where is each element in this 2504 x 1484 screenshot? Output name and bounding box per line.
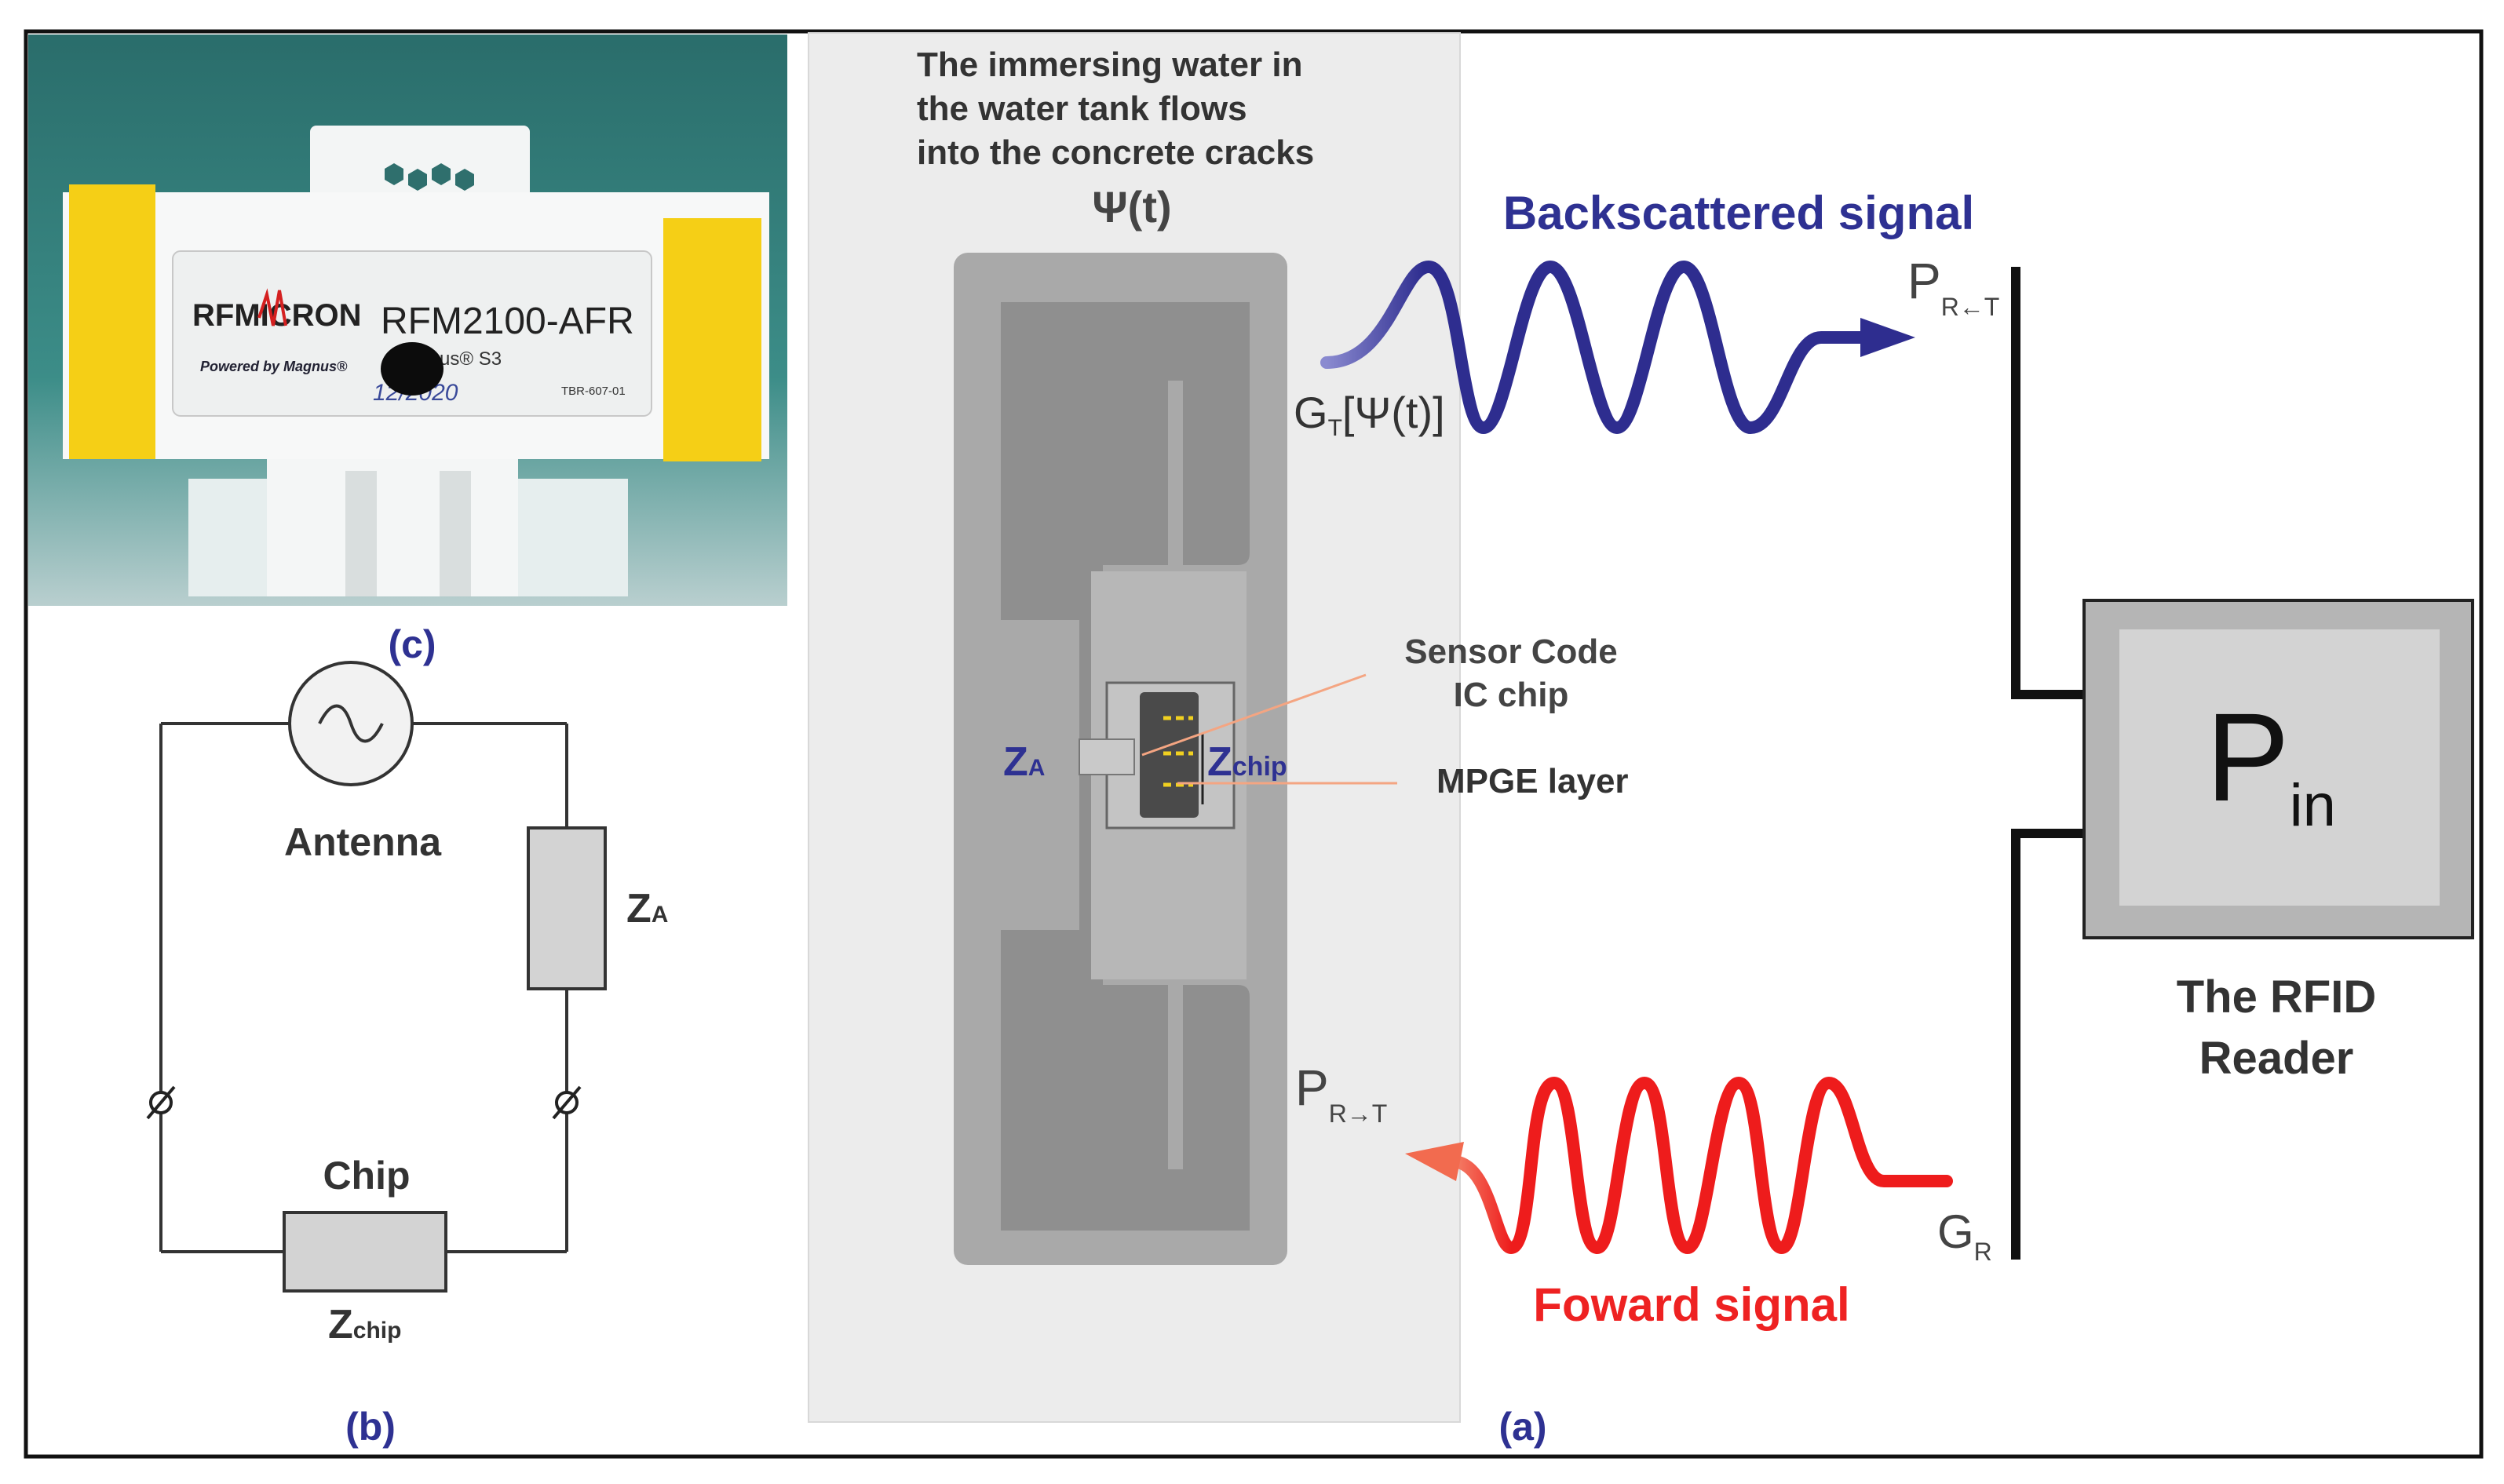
svg-text:IC chip: IC chip bbox=[1454, 676, 1569, 714]
p-rt-bottom-label: PR→T bbox=[1295, 1059, 1387, 1128]
forward-arrowhead bbox=[1405, 1142, 1464, 1181]
svg-text:into the concrete cracks: into the concrete cracks bbox=[917, 133, 1314, 172]
reader-antenna bbox=[2011, 267, 2088, 1260]
panel-b-circuit bbox=[159, 722, 568, 1253]
chip-label: Chip bbox=[323, 1154, 410, 1198]
za-label-a: ZA bbox=[1003, 739, 1045, 785]
backscatter-label: Backscattered signal bbox=[1503, 187, 1974, 239]
zchip-label-a: Zchip bbox=[1207, 739, 1287, 785]
reader-pin-label: Pin bbox=[2206, 687, 2336, 839]
reader-inner-panel bbox=[2119, 629, 2440, 906]
panel-c-label: (c) bbox=[388, 622, 436, 666]
zchip-resistor bbox=[283, 1211, 447, 1293]
ac-source bbox=[288, 661, 414, 786]
sensor-code-pointer bbox=[1141, 673, 1367, 757]
za-resistor bbox=[527, 826, 607, 990]
backscatter-arrowhead bbox=[1860, 318, 1915, 357]
p-rt-top-label: PR←T bbox=[1907, 253, 1999, 321]
sensor-code-label: Sensor Code IC chip bbox=[1404, 633, 1617, 714]
redacted-blot bbox=[381, 342, 443, 396]
gr-label: GR bbox=[1937, 1205, 1992, 1266]
forward-wave bbox=[1446, 1076, 1953, 1255]
panel-c-photo: RFMICRON RFM2100-AFR Magnus® S3 Powered … bbox=[28, 35, 787, 606]
reader-caption: The RFID Reader bbox=[2177, 972, 2377, 1084]
sine-icon bbox=[318, 704, 384, 743]
forward-label: Foward signal bbox=[1533, 1278, 1849, 1331]
water-caption: The immersing water in the water tank fl… bbox=[917, 46, 1314, 172]
gt-label: GT[Ψ(t)] bbox=[1294, 388, 1445, 441]
panel-a-label: (a) bbox=[1498, 1405, 1546, 1449]
za-label-b: ZA bbox=[626, 886, 668, 932]
svg-text:the water tank flows: the water tank flows bbox=[917, 89, 1247, 128]
svg-text:Sensor Code: Sensor Code bbox=[1404, 633, 1617, 671]
tag-slogan: Powered by Magnus® bbox=[200, 359, 348, 374]
mpge-label: MPGE layer bbox=[1436, 762, 1629, 800]
tag-model: RFM2100-AFR bbox=[381, 301, 634, 342]
svg-text:The RFID: The RFID bbox=[2177, 972, 2377, 1023]
terminal-nodes bbox=[146, 1085, 582, 1120]
zchip-label-b: Zchip bbox=[328, 1302, 401, 1347]
panel-b-label: (b) bbox=[345, 1405, 396, 1449]
svg-text:Reader: Reader bbox=[2199, 1033, 2354, 1084]
ic-chip-area bbox=[1079, 681, 1236, 830]
backscatter-wave bbox=[1320, 260, 1874, 435]
hexagon-cutouts bbox=[385, 163, 474, 191]
psi-label: Ψ(t) bbox=[1092, 182, 1171, 232]
tag-code: TBR-607-01 bbox=[561, 385, 626, 398]
antenna-label: Antenna bbox=[284, 820, 442, 864]
svg-text:The immersing water in: The immersing water in bbox=[917, 46, 1302, 84]
